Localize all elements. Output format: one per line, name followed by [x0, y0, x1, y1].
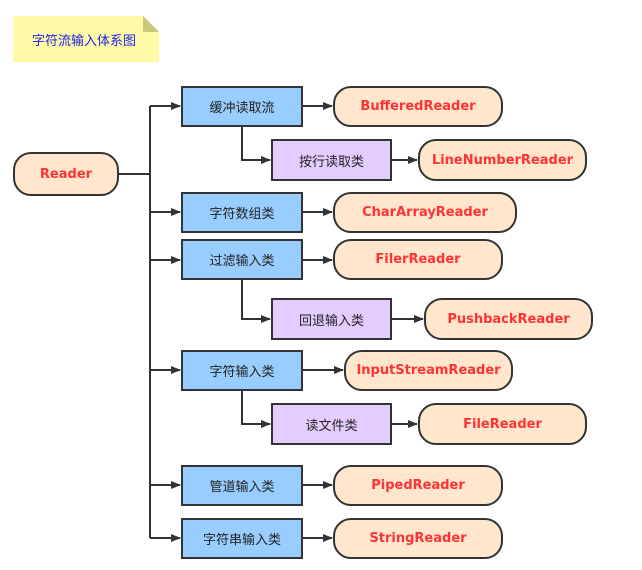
- class-node-linenumberreader[interactable]: LineNumberReader: [418, 139, 587, 181]
- class-node-bufferedreader[interactable]: BufferedReader: [333, 86, 503, 127]
- category-label: 字符输入类: [209, 365, 275, 380]
- title-note: 字符流输入体系图: [13, 16, 159, 62]
- note-background: [13, 16, 159, 62]
- root-label: Reader: [39, 166, 93, 182]
- root-node-reader[interactable]: Reader: [13, 152, 119, 196]
- category-label: 缓冲读取流: [209, 101, 275, 116]
- subcategory-node-pushback[interactable]: 回退输入类: [271, 298, 392, 340]
- subcategory-label: 读文件类: [305, 418, 358, 434]
- class-node-filerreader[interactable]: FilerReader: [333, 239, 503, 280]
- class-label: FilerReader: [375, 252, 461, 267]
- category-node-string[interactable]: 字符串输入类: [181, 518, 303, 559]
- class-label: CharArrayReader: [362, 205, 488, 220]
- class-node-inputstreamreader[interactable]: InputStreamReader: [344, 350, 513, 391]
- class-node-stringreader[interactable]: StringReader: [333, 518, 503, 559]
- class-label: PipedReader: [371, 478, 465, 493]
- subcategory-arrow-1: [241, 280, 271, 323]
- class-node-chararrayreader[interactable]: CharArrayReader: [333, 192, 517, 233]
- subcategory-arrow-0: [241, 127, 271, 164]
- class-label: StringReader: [369, 531, 467, 546]
- class-node-filereader[interactable]: FileReader: [418, 403, 587, 445]
- subcategory-node-line[interactable]: 按行读取类: [271, 139, 392, 181]
- category-node-piped[interactable]: 管道输入类: [181, 465, 303, 506]
- category-label: 管道输入类: [209, 480, 275, 495]
- class-node-pushbackreader[interactable]: PushbackReader: [424, 298, 593, 340]
- category-node-chararray[interactable]: 字符数组类: [181, 192, 303, 233]
- class-node-pipedreader[interactable]: PipedReader: [333, 465, 503, 506]
- class-label: BufferedReader: [360, 99, 476, 114]
- subcategory-node-file[interactable]: 读文件类: [271, 403, 392, 445]
- category-label: 字符数组类: [209, 207, 275, 222]
- class-label: LineNumberReader: [431, 152, 574, 168]
- class-label: InputStreamReader: [356, 363, 501, 378]
- subcategory-label: 按行读取类: [298, 154, 364, 170]
- category-label: 过滤输入类: [209, 254, 275, 269]
- diagram-title: 字符流输入体系图: [31, 33, 136, 49]
- category-node-charinput[interactable]: 字符输入类: [181, 350, 303, 391]
- category-node-filter[interactable]: 过滤输入类: [181, 239, 303, 280]
- subcategory-label: 回退输入类: [298, 313, 364, 329]
- class-label: PushbackReader: [447, 311, 570, 327]
- category-node-buffered[interactable]: 缓冲读取流: [181, 86, 303, 127]
- category-label: 字符串输入类: [202, 533, 281, 548]
- subcategory-arrow-2: [241, 391, 271, 428]
- class-label: FileReader: [463, 416, 542, 432]
